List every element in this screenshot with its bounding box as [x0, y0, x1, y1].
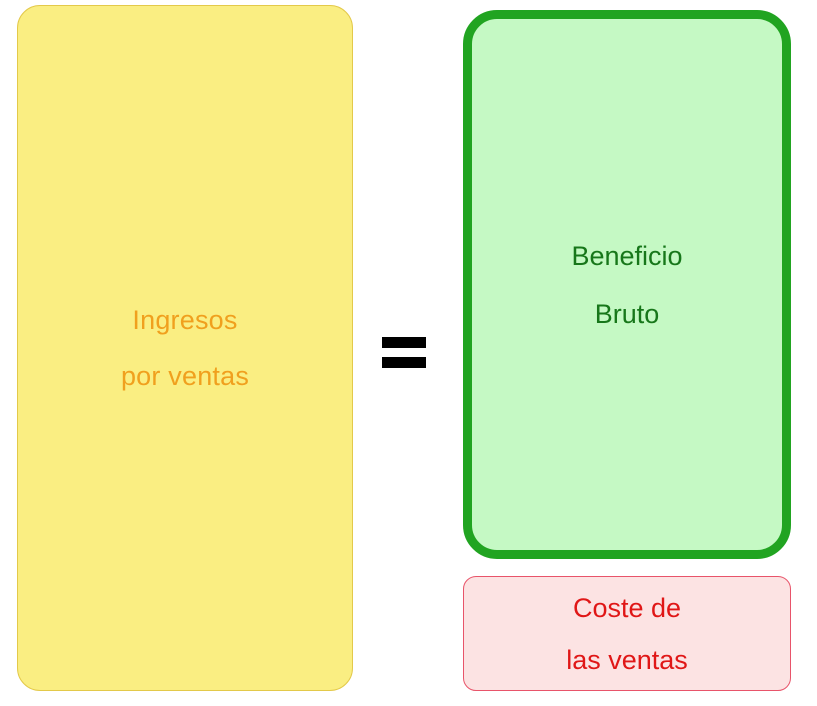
cost-of-sales-label-line-2: las ventas	[566, 644, 688, 675]
revenue-box[interactable]: Ingresos por ventas	[17, 5, 353, 691]
revenue-label-line-2: por ventas	[120, 361, 250, 391]
gross-profit-box[interactable]: Beneficio Bruto	[463, 10, 791, 559]
gross-profit-label-line-2: Bruto	[594, 298, 660, 329]
equals-bar-bottom	[382, 357, 426, 368]
cost-of-sales-box[interactable]: Coste de las ventas	[463, 576, 791, 691]
equals-sign-icon	[382, 331, 426, 373]
equals-bar-top	[382, 337, 426, 348]
revenue-label-line-1: Ingresos	[132, 305, 238, 335]
cost-of-sales-label-line-1: Coste de	[572, 592, 682, 623]
gross-profit-label-line-1: Beneficio	[571, 240, 683, 271]
